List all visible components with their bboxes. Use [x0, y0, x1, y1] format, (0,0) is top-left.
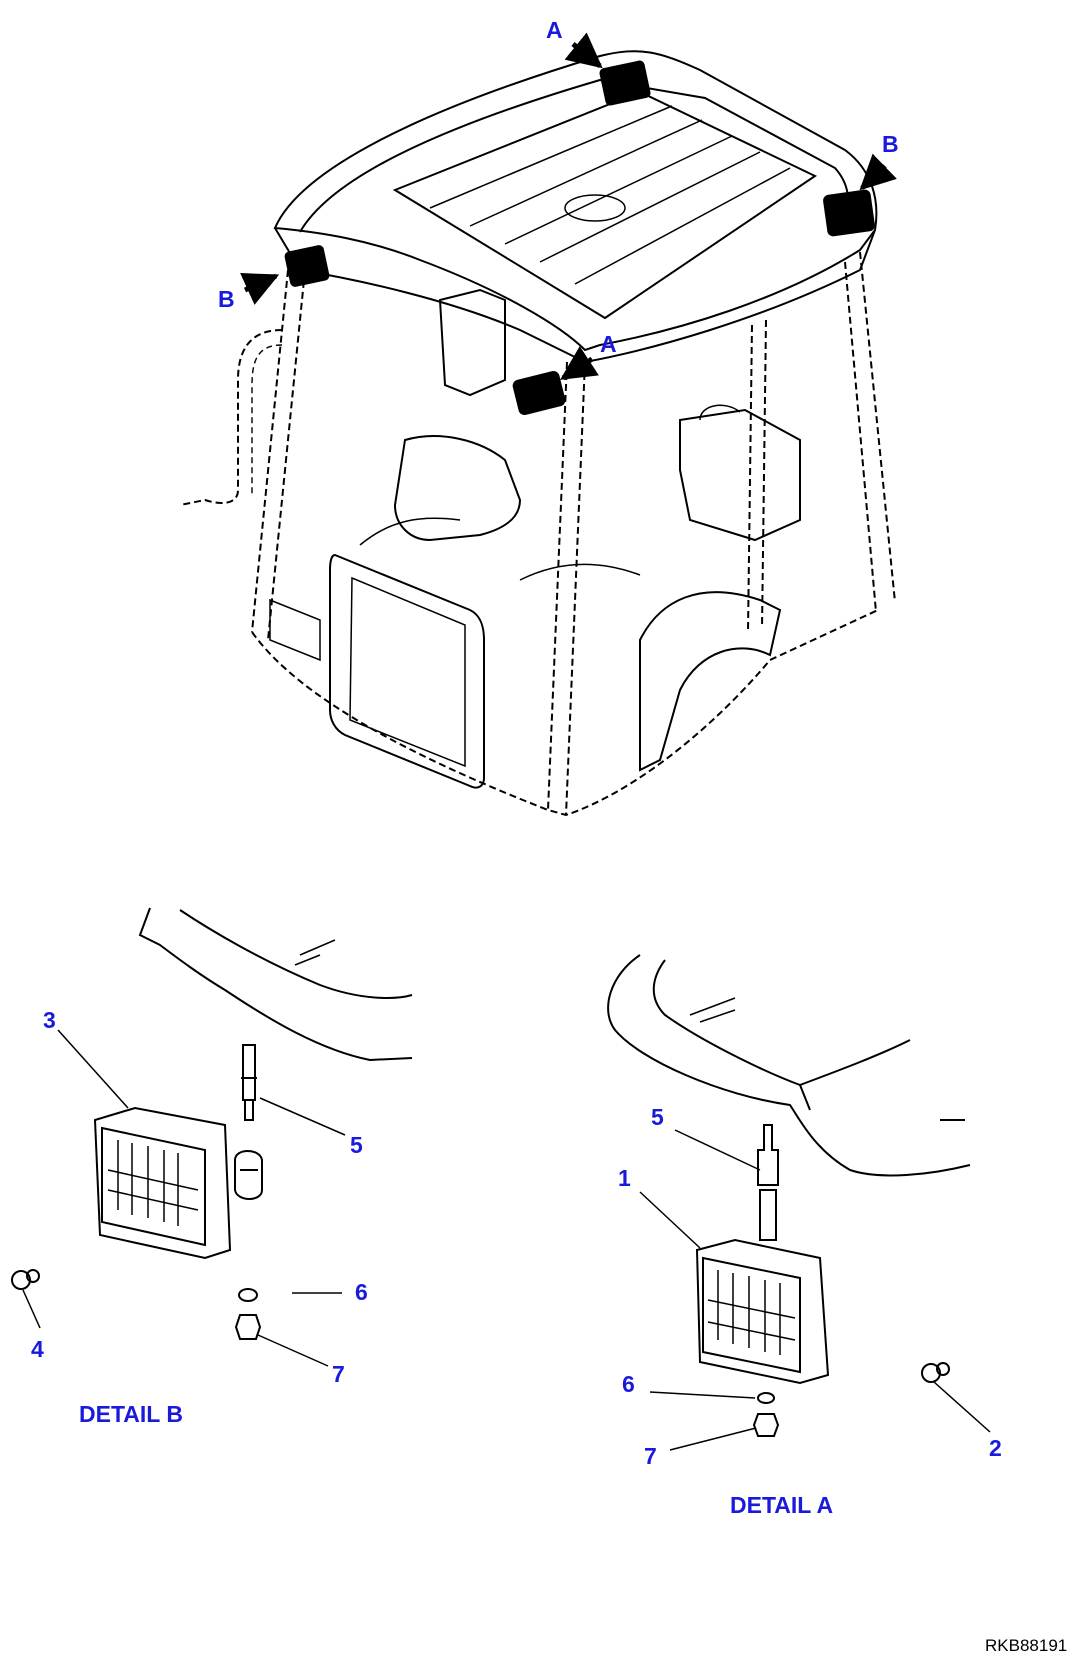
rear-console-top — [699, 404, 741, 421]
cab-pillar-front-right — [547, 361, 586, 816]
detail-a-callout-5: 5 — [651, 1104, 664, 1130]
detail-b-leader-3 — [57, 1029, 129, 1109]
detail-b-leader-5 — [259, 1097, 346, 1136]
detail-a-lamp-housing — [695, 1238, 830, 1385]
cab-pillar-mid — [747, 319, 767, 633]
detail-a-roof-edge — [799, 1084, 965, 1121]
detail-b-leader-4 — [22, 1289, 41, 1329]
detail-b-lamp-grille — [107, 1140, 199, 1226]
marker-arrow-b-left — [240, 273, 280, 305]
cab-door-frame-inner — [349, 576, 466, 768]
roof-hatch — [564, 194, 626, 222]
detail-b-bulb — [11, 1270, 31, 1290]
marker-arrow-a-top — [564, 32, 603, 69]
detail-b-lamp-face — [101, 1126, 206, 1247]
detail-b-roof-corner — [138, 907, 413, 1062]
work-lamp-front-right — [512, 371, 566, 415]
roof-ribs — [429, 105, 791, 285]
work-lamp-rear-left — [599, 60, 651, 106]
detail-a-bulb — [921, 1363, 941, 1383]
marker-arrow-a-mid — [560, 346, 599, 381]
detail-a-roof-top — [652, 959, 911, 1087]
detail-a-leader-2 — [933, 1381, 991, 1433]
detail-a-bulb-cap — [936, 1362, 950, 1376]
seat-back — [438, 288, 506, 397]
detail-a-callout-2: 2 — [989, 1435, 1002, 1461]
detail-a-callout-1: 1 — [618, 1165, 631, 1191]
cab-roof-outline — [273, 50, 878, 352]
control-console — [393, 435, 522, 542]
detail-b-callout-3: 3 — [43, 1007, 56, 1033]
cab-left-step — [269, 598, 321, 662]
detail-a-caption: DETAIL A — [730, 1492, 833, 1518]
detail-b-callout-6: 6 — [355, 1279, 368, 1305]
detail-b-bolt — [241, 1044, 257, 1121]
detail-a-leader-5 — [674, 1129, 761, 1171]
detail-a-callout-7: 7 — [644, 1443, 657, 1469]
work-lamp-front-left — [284, 245, 330, 287]
detail-a-nut — [752, 1413, 780, 1437]
detail-b-callout-7: 7 — [332, 1361, 345, 1387]
detail-a-callout-6: 6 — [622, 1371, 635, 1397]
detail-b-lamp-mount — [234, 1150, 263, 1200]
marker-a-top: A — [546, 17, 563, 43]
detail-b-callout-4: 4 — [31, 1336, 44, 1362]
marker-b-left: B — [218, 286, 235, 312]
cab-floor-outline — [251, 609, 879, 817]
handrail-left — [179, 329, 283, 506]
marker-arrow-b-right — [859, 153, 897, 191]
detail-a-leader-6 — [649, 1391, 756, 1399]
cab-roof-inner-edge — [299, 78, 849, 233]
work-lamp-rear-right — [823, 189, 875, 237]
detail-a-lamp-face — [702, 1256, 801, 1374]
cab-isometric-view: A B B A — [179, 17, 899, 817]
detail-b-leader-7 — [257, 1334, 329, 1367]
cab-pillar-rear-right — [844, 251, 896, 613]
handrail-left-inner — [251, 344, 283, 495]
detail-b-callout-5: 5 — [350, 1132, 363, 1158]
detail-a-bolt — [757, 1124, 779, 1241]
marker-a-mid: A — [600, 331, 617, 357]
detail-b-roof-rib — [294, 939, 336, 966]
dashboard-lines — [359, 517, 641, 581]
detail-a-washer — [757, 1392, 775, 1404]
cab-right-fender — [639, 591, 782, 772]
detail-b-nut — [234, 1314, 262, 1340]
detail-a-view: 5 1 6 7 2 DETAIL A — [607, 954, 1002, 1518]
detail-b-washer — [238, 1288, 258, 1302]
marker-b-right: B — [882, 131, 899, 157]
detail-b-lamp-housing — [93, 1106, 232, 1260]
detail-b-caption: DETAIL B — [79, 1401, 183, 1427]
detail-b-bulb-cap — [26, 1269, 40, 1283]
rear-console — [679, 408, 801, 542]
detail-a-leader-1 — [639, 1191, 701, 1249]
cab-pillar-front-left — [251, 269, 306, 641]
detail-b-roof-top — [179, 909, 413, 999]
figure-reference-code: RKB88191 — [985, 1636, 1067, 1655]
detail-a-roof-corner — [607, 954, 971, 1177]
cab-roof-panel — [392, 90, 818, 320]
detail-a-roof-rib — [689, 997, 736, 1023]
detail-a-leader-7 — [669, 1427, 757, 1451]
detail-a-lamp-grille — [707, 1270, 796, 1355]
cab-door-frame — [329, 553, 485, 789]
detail-b-view: 3 5 6 7 4 DETAIL B — [11, 907, 413, 1427]
